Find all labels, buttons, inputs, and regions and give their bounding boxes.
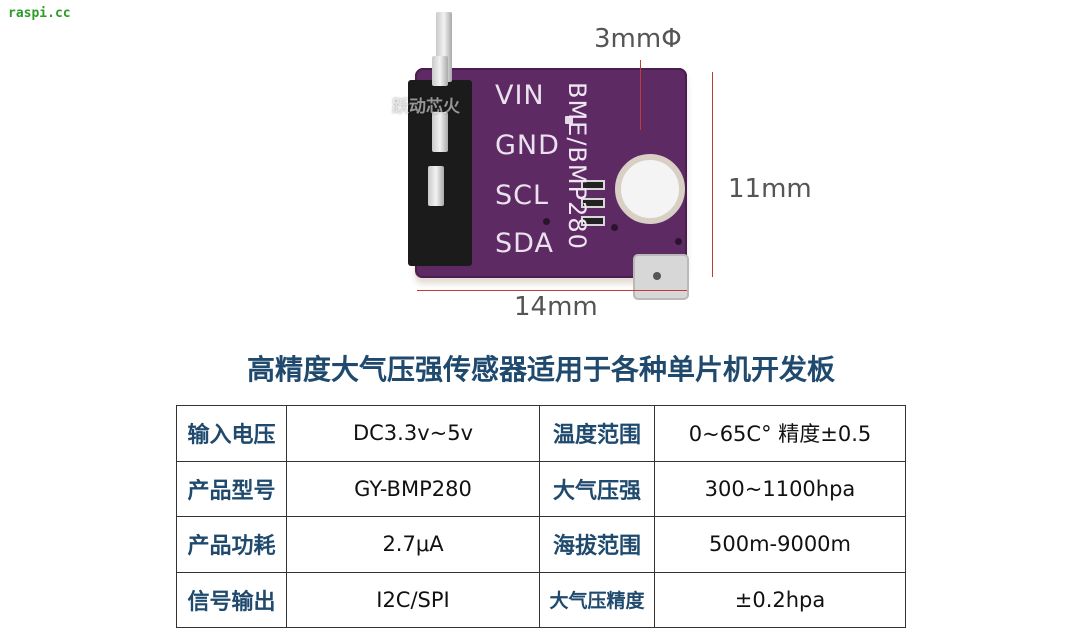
chip-label: BME/BMP280 <box>563 82 591 250</box>
table-row: 输入电压 DC3.3v~5v 温度范围 0~65C° 精度±0.5 <box>176 405 906 462</box>
spec-key: 温度范围 <box>539 405 655 462</box>
product-headline: 高精度大气压强传感器适用于各种单片机开发板 <box>246 353 835 386</box>
smd-component <box>581 180 605 190</box>
pin-label-scl: SCL <box>495 180 550 211</box>
spec-key: 海拔范围 <box>539 516 655 573</box>
spec-value: DC3.3v~5v <box>286 405 540 462</box>
spec-table: 输入电压 DC3.3v~5v 温度范围 0~65C° 精度±0.5 产品型号 G… <box>176 405 906 628</box>
pad <box>565 116 573 124</box>
height-dimension-line <box>712 72 713 277</box>
spec-key: 大气压精度 <box>539 571 655 628</box>
mounting-hole <box>615 154 685 224</box>
pin-label-vin: VIN <box>495 80 545 111</box>
via <box>675 238 682 245</box>
spec-value: ±0.2hpa <box>654 571 906 628</box>
via <box>543 218 550 225</box>
hole-dimension-line <box>640 60 641 130</box>
spec-key: 大气压强 <box>539 460 655 517</box>
spec-value: 500m-9000m <box>654 516 906 573</box>
width-dimension-label: 14mm <box>514 292 598 322</box>
pressure-sensor-chip <box>633 254 689 300</box>
via <box>611 224 618 231</box>
table-row: 信号输出 I2C/SPI 大气压精度 ±0.2hpa <box>176 571 906 628</box>
height-dimension-label: 11mm <box>728 174 812 204</box>
spec-key: 信号输出 <box>176 571 287 628</box>
spec-key: 产品功耗 <box>176 516 287 573</box>
header-pin <box>428 166 444 206</box>
table-row: 产品功耗 2.7μA 海拔范围 500m-9000m <box>176 516 906 573</box>
spec-value: 300~1100hpa <box>654 460 906 517</box>
table-row: 产品型号 GY-BMP280 大气压强 300~1100hpa <box>176 460 906 517</box>
pin-label-gnd: GND <box>495 130 560 161</box>
brand-overlay: 跃动芯火 <box>392 97 460 117</box>
pin-label-sda: SDA <box>495 228 554 259</box>
spec-value: GY-BMP280 <box>286 460 540 517</box>
hole-dimension-label: 3mmΦ <box>594 24 682 54</box>
spec-value: 0~65C° 精度±0.5 <box>654 405 906 462</box>
sensor-module-photo: VIN GND SCL SDA BME/BMP280 跃动芯火 <box>392 0 830 330</box>
spec-key: 输入电压 <box>176 405 287 462</box>
header-pin <box>432 56 448 86</box>
header-pin <box>432 112 448 152</box>
site-watermark: raspi.cc <box>8 6 71 21</box>
smd-component <box>581 198 605 208</box>
width-dimension-line <box>417 290 687 291</box>
smd-component <box>581 216 605 226</box>
spec-value: I2C/SPI <box>286 571 540 628</box>
spec-value: 2.7μA <box>286 516 540 573</box>
spec-key: 产品型号 <box>176 460 287 517</box>
